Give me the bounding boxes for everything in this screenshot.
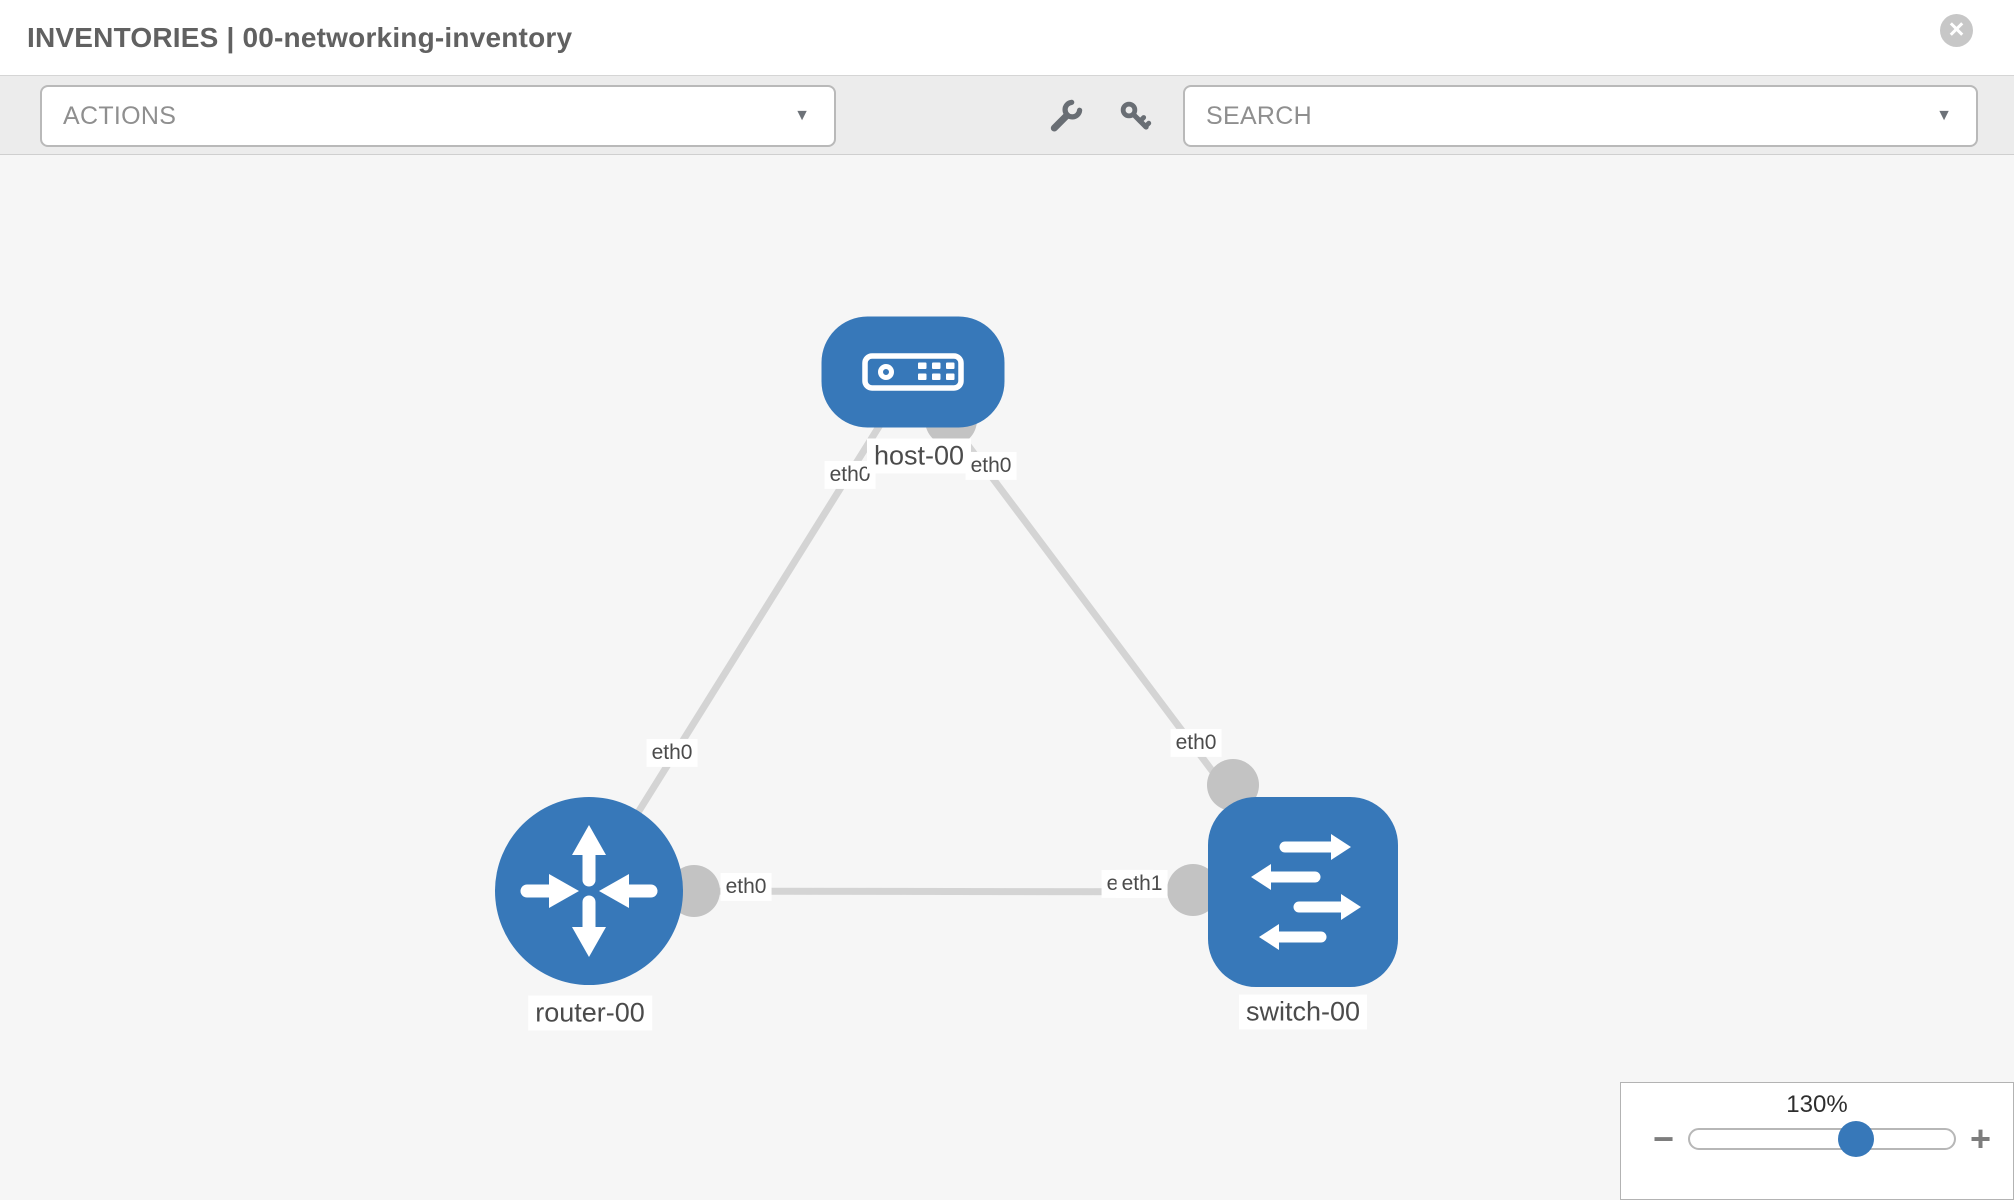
zoom-in-button[interactable]: + bbox=[1970, 1118, 1992, 1159]
zoom-slider-thumb[interactable] bbox=[1838, 1121, 1875, 1157]
link-router-00-host-00[interactable] bbox=[586, 370, 916, 893]
window-header: INVENTORIES | 00-networking-inventory × bbox=[0, 0, 2014, 76]
caret-down-icon: ▼ bbox=[1936, 107, 1952, 124]
zoom-slider-row: − + bbox=[1621, 1118, 2013, 1159]
interface-endpoint[interactable] bbox=[1167, 864, 1219, 916]
node-switch-00[interactable] bbox=[1208, 797, 1398, 987]
caret-down-icon: ▼ bbox=[794, 107, 810, 124]
key-icon bbox=[1120, 101, 1152, 130]
search-dropdown-label: SEARCH bbox=[1206, 101, 1312, 130]
interface-endpoint[interactable] bbox=[1207, 759, 1259, 811]
toolbar: ACTIONS ▼ SEARCH ▼ bbox=[0, 76, 2014, 155]
wrench-icon bbox=[1050, 99, 1083, 132]
actions-dropdown[interactable]: ACTIONS ▼ bbox=[40, 85, 836, 147]
key-credentials-button[interactable] bbox=[1115, 94, 1155, 138]
actions-dropdown-label: ACTIONS bbox=[63, 101, 177, 130]
node-router-00[interactable] bbox=[495, 797, 683, 985]
zoom-panel: 130% − + bbox=[1620, 1082, 2014, 1200]
page-title: INVENTORIES | 00-networking-inventory bbox=[27, 21, 573, 53]
node-host-00[interactable] bbox=[821, 316, 1005, 428]
close-icon: × bbox=[1948, 13, 1965, 44]
toolbar-icons bbox=[1046, 94, 1155, 138]
wrench-tools-button[interactable] bbox=[1046, 94, 1086, 138]
zoom-level: 130% bbox=[1786, 1091, 1848, 1118]
close-button[interactable]: × bbox=[1940, 14, 1973, 47]
zoom-out-button[interactable]: − bbox=[1653, 1118, 1675, 1159]
search-dropdown[interactable]: SEARCH ▼ bbox=[1183, 85, 1978, 147]
zoom-slider-track[interactable] bbox=[1688, 1121, 1957, 1157]
